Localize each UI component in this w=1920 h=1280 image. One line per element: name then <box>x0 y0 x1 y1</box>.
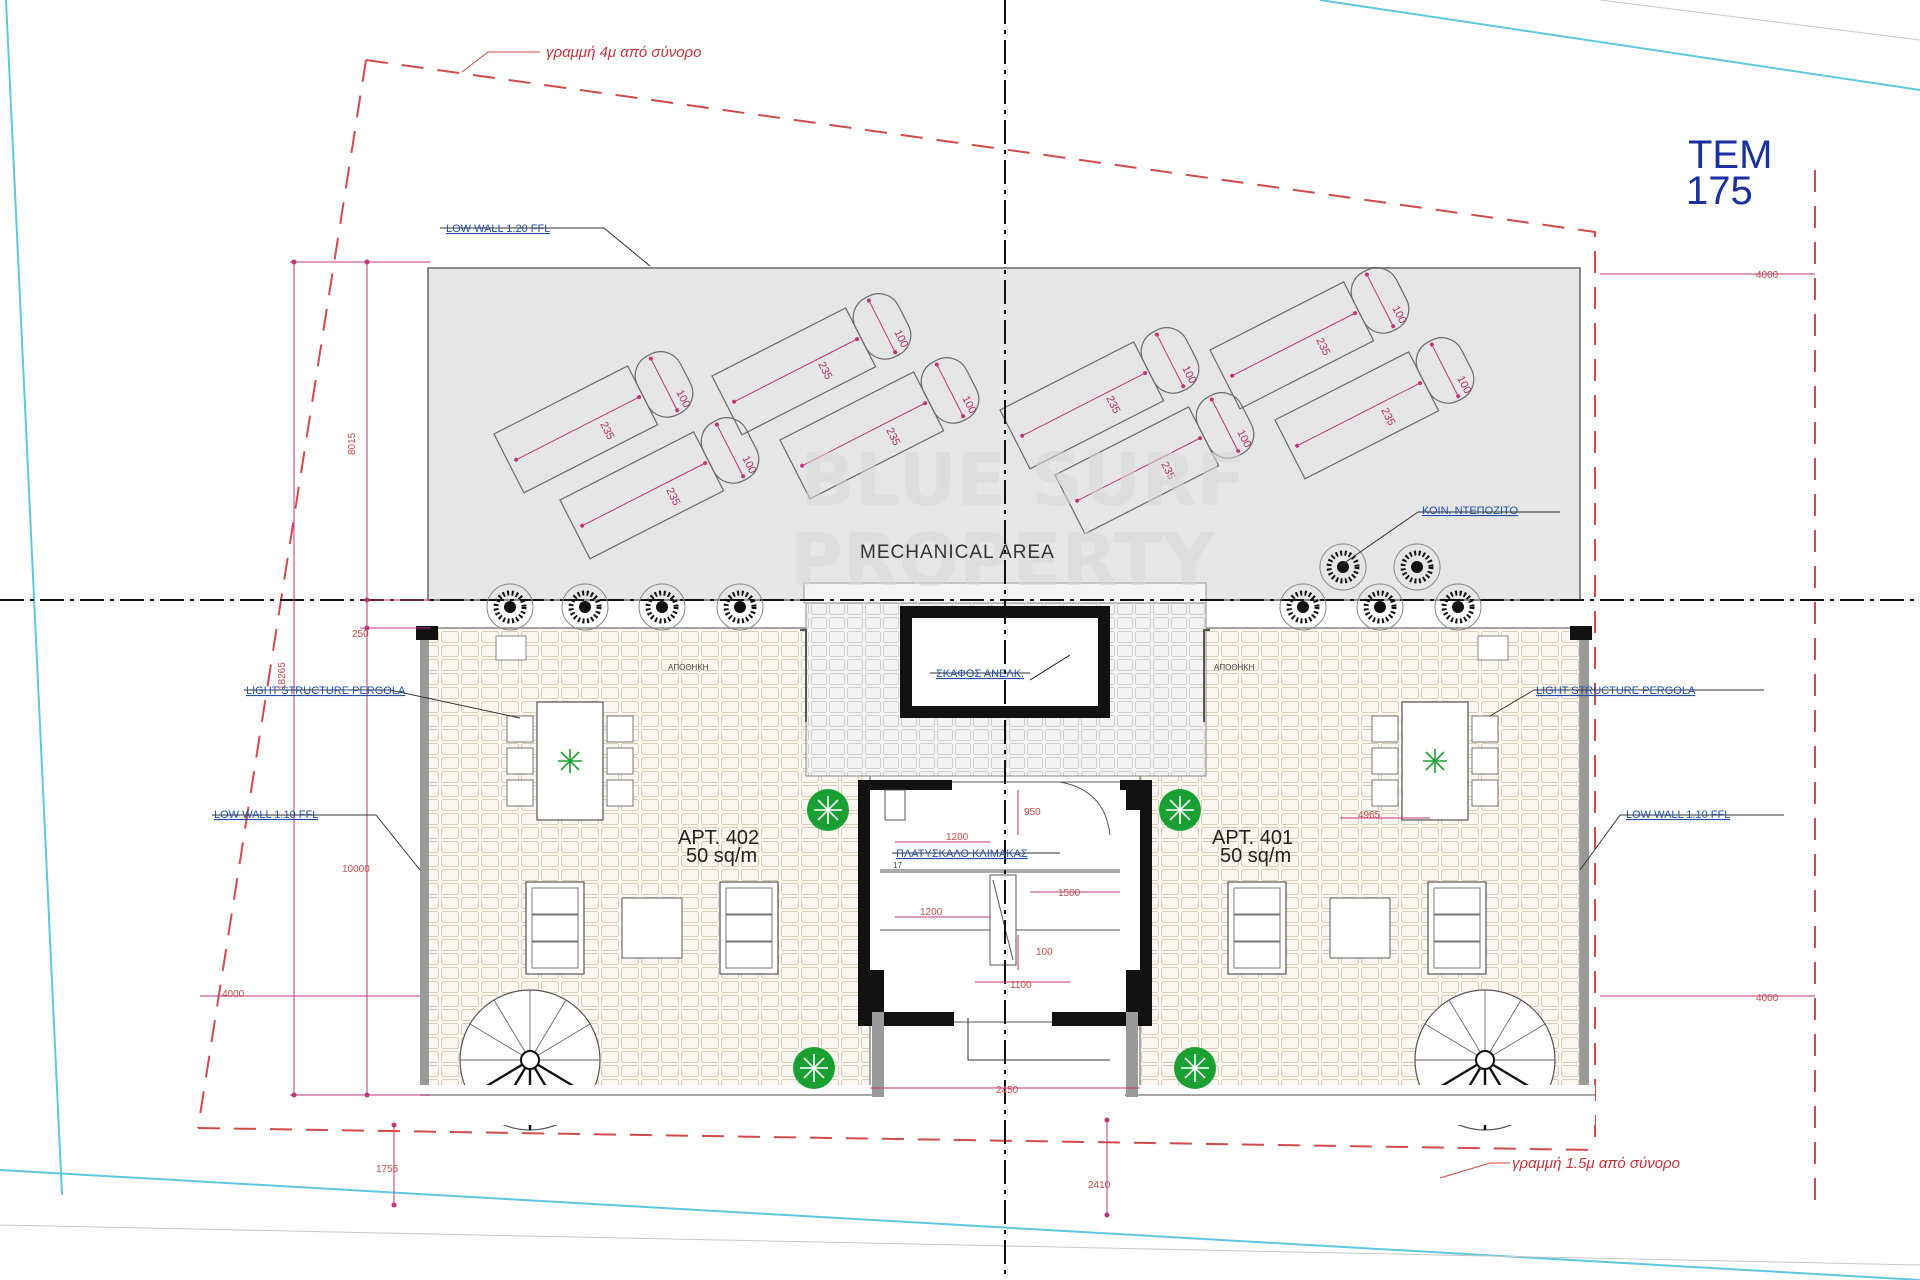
label-stair-step: 17 <box>893 861 902 870</box>
label-common-tank: ΚΟΙΝ. ΝΤΕΠΟΖΙΤΟ <box>1422 505 1518 517</box>
dim-left-mid: 10000 <box>342 864 370 875</box>
setback-lines <box>197 59 1816 1200</box>
dim-right-side-top: 4000 <box>1756 270 1779 281</box>
plot-number-line-2: 175 <box>1686 169 1753 213</box>
dim-stair-1100: 1100 <box>1010 980 1032 991</box>
dim-stair-100: 100 <box>1036 947 1053 958</box>
dim-bottom-mid: 2410 <box>1088 1180 1111 1191</box>
mechanical-area-label: MECHANICAL AREA <box>860 542 1055 563</box>
label-boundary-top: γραμμή 4μ από σύνορο <box>546 44 702 61</box>
low-walls <box>420 628 1589 1096</box>
watermark-line-1: BLUE SURF <box>800 438 1246 522</box>
dim-bottom-left: 1755 <box>376 1164 399 1175</box>
label-low-wall-right: LOW WALL 1.10 FFL <box>1626 809 1730 821</box>
dim-stair-1200a: 1200 <box>946 832 969 843</box>
plot-number-line-1: TEM <box>1688 133 1772 177</box>
label-store-right: ΑΠΟΘΗΚΗ <box>1214 663 1255 672</box>
dim-apt: 4965 <box>1358 810 1381 821</box>
apt-402-area: 50 sq/m <box>686 845 757 867</box>
dim-stair-1200b: 1200 <box>920 907 943 918</box>
dim-left-gap: 250 <box>352 629 369 640</box>
label-store-left: ΑΠΟΘΗΚΗ <box>668 663 709 672</box>
watermark: BLUE SURF PROPERTY <box>790 438 1246 602</box>
dimension-lines <box>200 261 1815 1215</box>
label-low-wall-left: LOW WALL 1.10 FFL <box>214 809 318 821</box>
dim-left-side: 4000 <box>222 989 245 1000</box>
label-boundary-bottom: γραμμή 1.5μ από σύνορο <box>1512 1155 1680 1172</box>
dim-stair-1500: 1500 <box>1058 888 1081 899</box>
dim-left-top: 8015 <box>347 432 358 455</box>
dim-left-total: 18265 <box>277 662 288 690</box>
label-pergola-left: LIGHT STRUCTURE PERGOLA <box>246 685 406 697</box>
label-low-wall-top: LOW WALL 1.20 FFL <box>446 223 550 235</box>
dim-stair-width: 2450 <box>996 1085 1019 1096</box>
dim-stair-950: 950 <box>1024 807 1041 818</box>
label-stair-landing: ΠΛΑΤΥΣΚΑΛΟ ΚΛΙΜΑΚΑΣ <box>896 848 1028 860</box>
watermark-line-2: PROPERTY <box>790 518 1216 602</box>
apt-402-name: APT. 402 <box>678 827 759 849</box>
apt-401-area: 50 sq/m <box>1220 845 1291 867</box>
label-pergola-right: LIGHT STRUCTURE PERGOLA <box>1536 685 1696 697</box>
dim-right-side-bottom: 4000 <box>1756 993 1779 1004</box>
apt-401-name: APT. 401 <box>1212 827 1293 849</box>
label-elevator-shaft: ΣΚΑΦΟΣ ΑΝΕΛΚ. <box>936 668 1024 680</box>
